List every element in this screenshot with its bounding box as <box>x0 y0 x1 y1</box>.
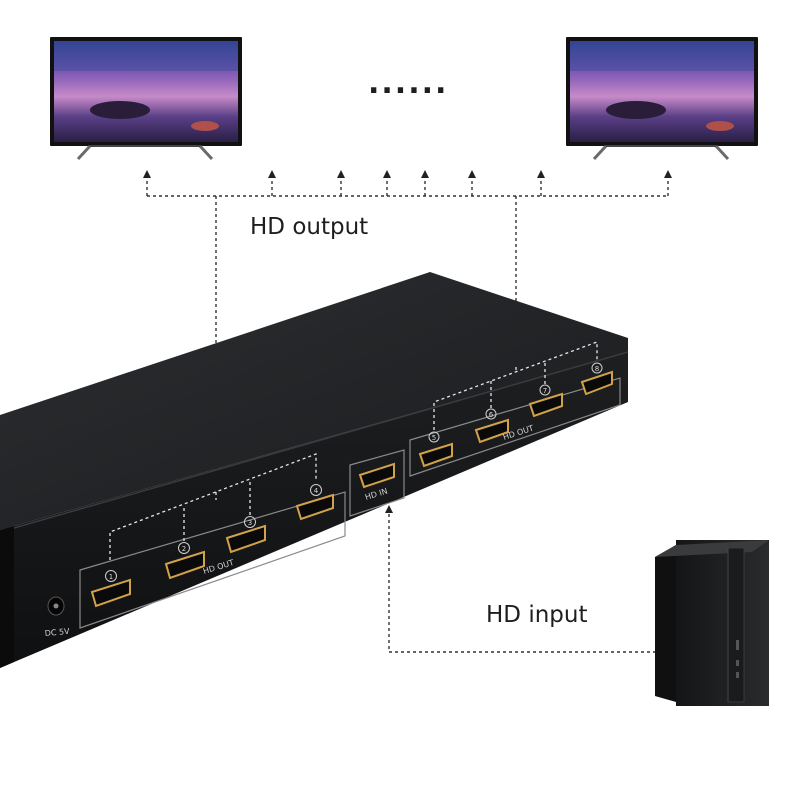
port-number-1: 1 <box>109 573 113 581</box>
hdmi-out-port-7 <box>528 392 563 418</box>
more-monitors-ellipsis: ...... <box>368 66 449 101</box>
port-number-8: 8 <box>595 365 599 373</box>
power-label: DC 5V <box>44 627 70 638</box>
dc-power-jack <box>47 596 65 616</box>
hdmi-out-port-4 <box>295 493 334 521</box>
port-number-2: 2 <box>182 545 186 553</box>
hdmi-out-port-8 <box>580 370 613 396</box>
hdmi-in-port <box>358 462 395 489</box>
port-number-6: 6 <box>489 411 494 419</box>
output-label: HD output <box>250 214 369 240</box>
hdmi-out-port-5 <box>418 442 453 468</box>
hdmi-out-port-1 <box>90 578 131 608</box>
device-group-brackets <box>109 341 598 560</box>
input-label: HD input <box>486 602 588 628</box>
hdmi-out-port-2 <box>164 550 205 580</box>
hdmi-out-port-6 <box>474 418 509 444</box>
output-arrowheads <box>143 170 672 178</box>
port-number-5: 5 <box>432 434 436 442</box>
input-connector <box>388 514 658 653</box>
port-number-7: 7 <box>543 387 547 395</box>
input-arrowhead <box>385 505 393 513</box>
output-connectors <box>146 178 669 492</box>
port-number-3: 3 <box>248 519 252 527</box>
port-number-4: 4 <box>314 487 319 495</box>
pc-tower <box>655 540 769 706</box>
monitor-left <box>50 37 242 161</box>
monitor-right <box>566 37 758 161</box>
port-number-badges <box>105 362 603 582</box>
hdmi-out-port-3 <box>225 524 266 554</box>
